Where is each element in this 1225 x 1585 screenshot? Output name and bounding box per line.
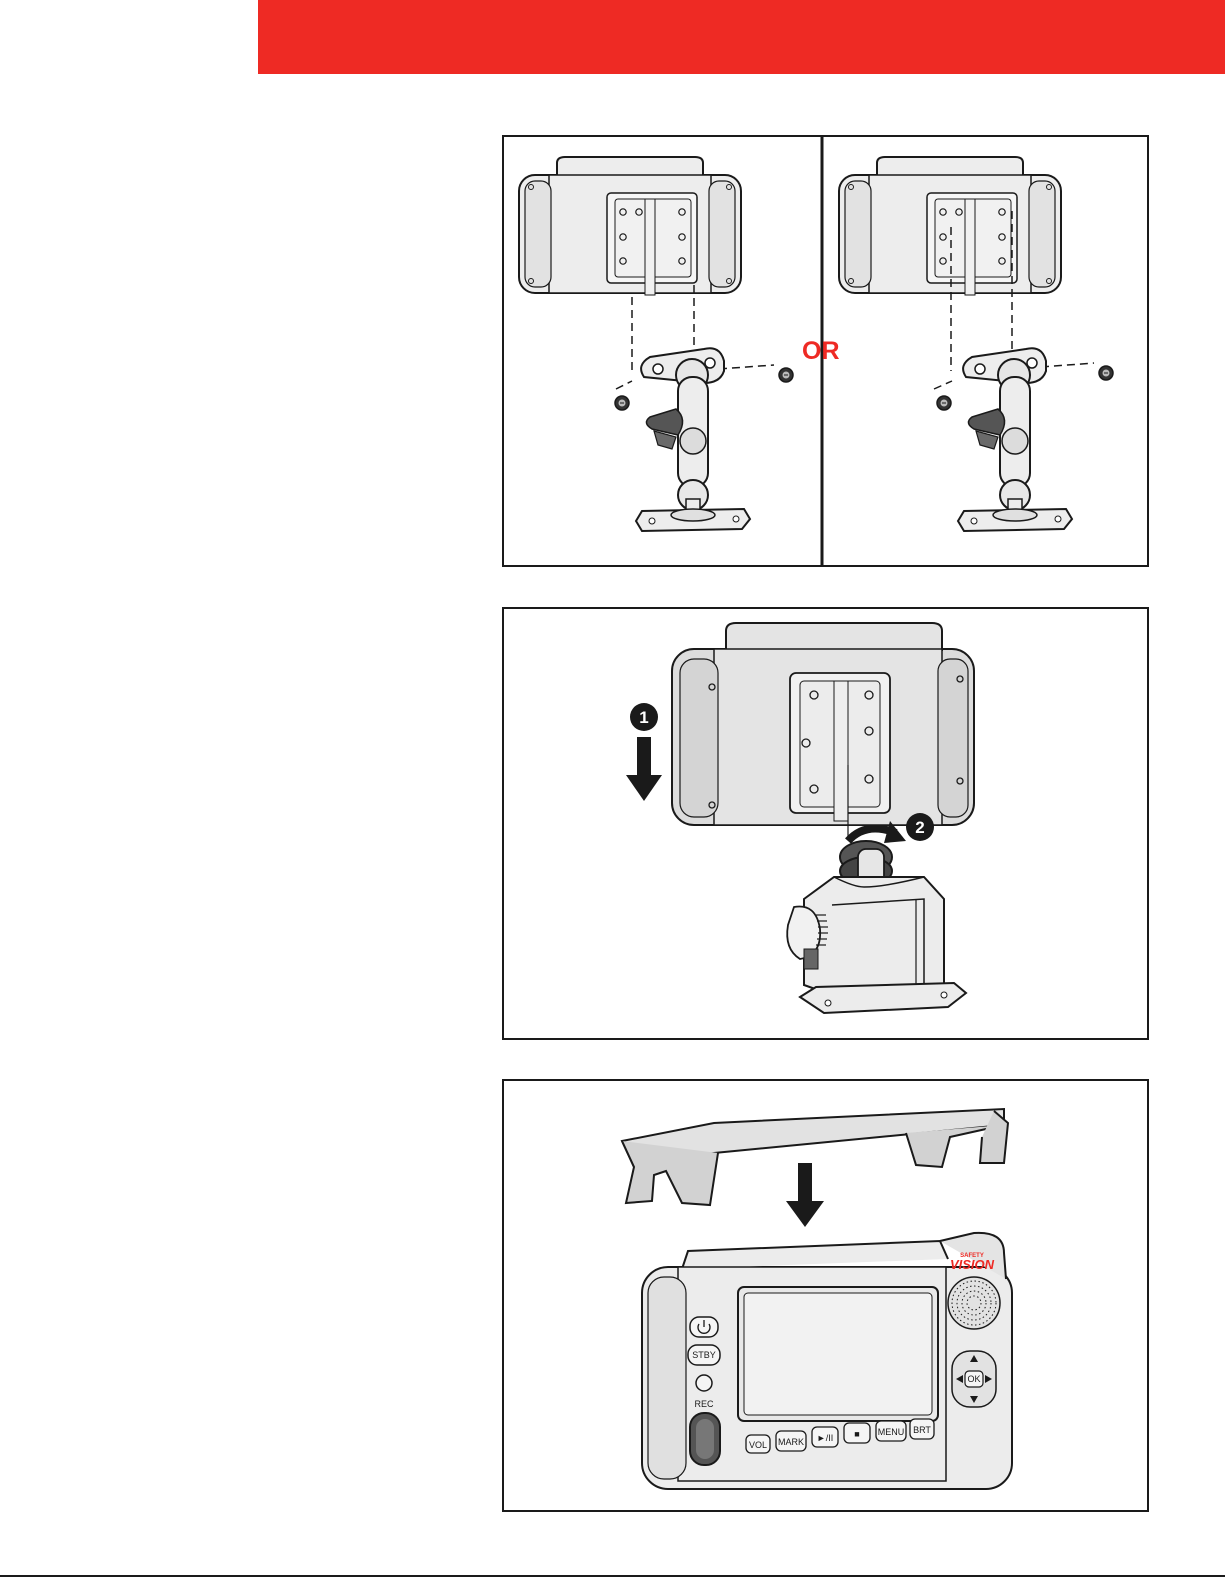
install-sunshade-illustration: STBY REC VOL MARK ►/II ■ MENU BRT — [504, 1081, 1147, 1510]
arrow-down-icon — [626, 737, 662, 801]
svg-text:STBY: STBY — [692, 1350, 716, 1360]
figure-mount-options: OR — [502, 135, 1149, 567]
step-2-marker: 2 — [906, 813, 934, 841]
screw-icon — [615, 396, 629, 410]
header-bar — [258, 0, 1225, 74]
monitor-back-icon — [519, 157, 741, 295]
standby-button: STBY — [688, 1345, 720, 1365]
mount-options-illustration: OR — [504, 137, 1147, 565]
svg-text:VISION: VISION — [950, 1257, 995, 1272]
indicator-light — [696, 1375, 712, 1391]
brightness-button: BRT — [913, 1425, 931, 1435]
arrow-down-icon — [786, 1163, 824, 1227]
ok-button: OK — [967, 1374, 980, 1384]
sunshade — [622, 1109, 1008, 1205]
monitor-back — [672, 623, 974, 839]
screw-icon — [779, 368, 793, 382]
screw-icon — [937, 396, 951, 410]
clamp-mount — [787, 841, 966, 1013]
step-1-marker: 1 — [630, 703, 658, 731]
option-a-illustration — [519, 157, 793, 531]
option-b-illustration — [839, 157, 1113, 531]
ball-mount-icon — [636, 348, 750, 531]
record-label: REC — [694, 1399, 714, 1409]
or-label: OR — [802, 337, 840, 365]
monitor-front: STBY REC VOL MARK ►/II ■ MENU BRT — [642, 1233, 1012, 1489]
menu-button: MENU — [878, 1427, 905, 1437]
navigation-pad: OK — [952, 1351, 996, 1407]
volume-button: VOL — [749, 1440, 767, 1450]
figure-attach-monitor: 1 2 — [502, 607, 1149, 1040]
svg-text:1: 1 — [639, 708, 648, 727]
monitor-back-icon — [839, 157, 1061, 295]
attach-monitor-illustration: 1 2 — [504, 609, 1147, 1038]
stop-button: ■ — [854, 1429, 859, 1439]
figure-install-sunshade: STBY REC VOL MARK ►/II ■ MENU BRT — [502, 1079, 1149, 1512]
speaker-grille-icon — [948, 1277, 1000, 1329]
mark-button: MARK — [778, 1437, 804, 1447]
screw-icon — [1099, 366, 1113, 380]
svg-text:2: 2 — [915, 818, 924, 837]
ball-mount-icon — [958, 348, 1072, 531]
power-button — [690, 1317, 718, 1337]
play-pause-button: ►/II — [817, 1433, 833, 1443]
footer-rule — [0, 1575, 1225, 1577]
